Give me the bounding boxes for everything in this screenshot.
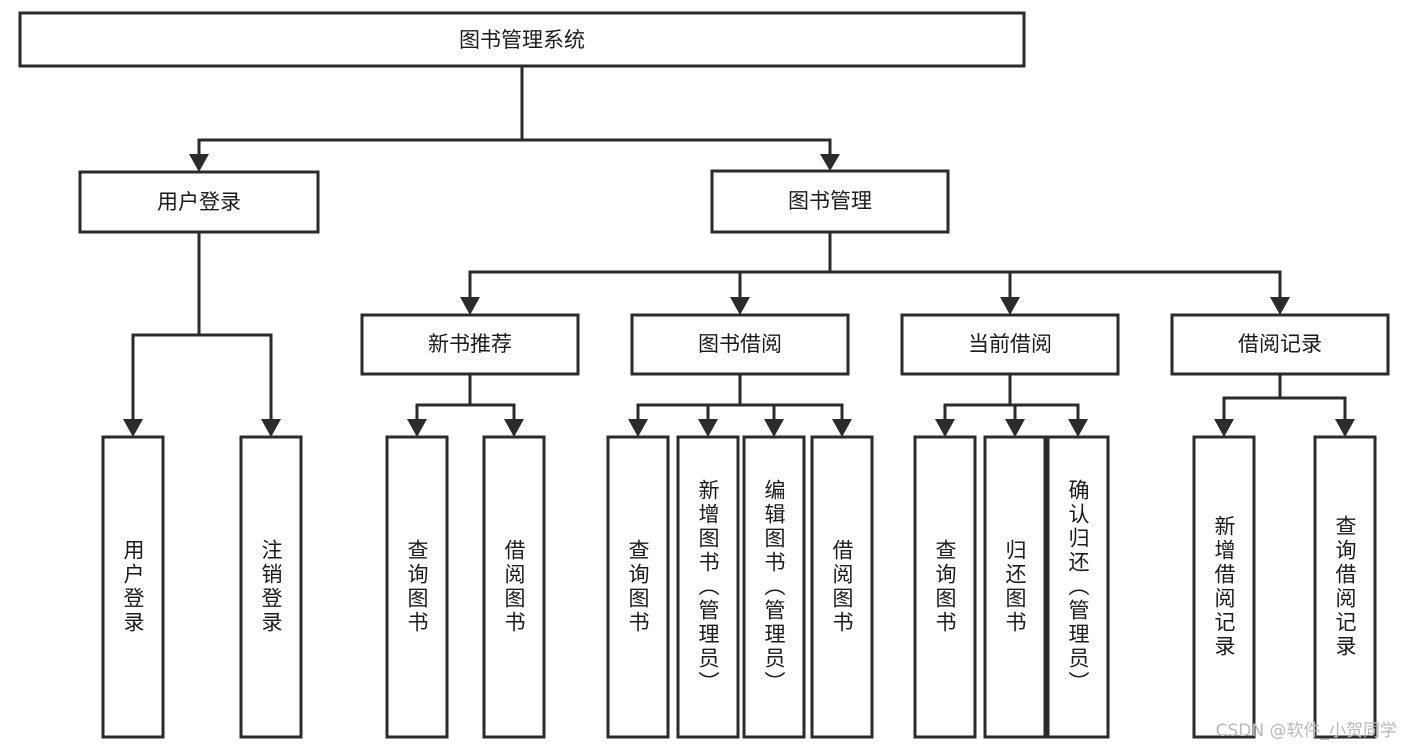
node-current-borrow[interactable]: 当前借阅 xyxy=(900,313,1120,376)
connector-new-book-recommend-to-leaves xyxy=(407,372,524,437)
connector-book-management-to-level2 xyxy=(460,230,1290,315)
node-borrow-record-label: 借阅记录 xyxy=(1238,332,1322,356)
leaf-node-box[interactable] xyxy=(1192,435,1256,739)
leaf-node-box[interactable] xyxy=(606,435,670,739)
connector-user-login-to-leaves xyxy=(123,230,281,437)
node-new-book-recommend-box[interactable] xyxy=(360,313,580,376)
leaf-node-box[interactable] xyxy=(983,435,1047,739)
node-root-system-label: 图书管理系统 xyxy=(459,28,585,52)
node-root-system-box[interactable] xyxy=(18,11,1026,68)
node-user-login-label: 用户登录 xyxy=(157,190,241,214)
connector-current-borrow-to-leaves xyxy=(935,372,1088,437)
connector-book-borrow-to-leaves xyxy=(628,372,852,437)
node-current-borrow-label: 当前借阅 xyxy=(968,332,1052,356)
connector-borrow-record-to-leaves xyxy=(1214,372,1355,437)
node-book-management[interactable]: 图书管理 xyxy=(710,169,950,234)
node-root-system[interactable]: 图书管理系统 xyxy=(18,11,1026,68)
node-book-borrow-label: 图书借阅 xyxy=(698,332,782,356)
node-book-borrow[interactable]: 图书借阅 xyxy=(630,313,850,376)
leaf-node-box[interactable] xyxy=(1313,435,1377,739)
node-new-book-recommend-label: 新书推荐 xyxy=(428,332,512,356)
leaf-node-box[interactable] xyxy=(482,435,546,739)
leaf-node-box[interactable] xyxy=(810,435,874,739)
leaf-node-box[interactable] xyxy=(742,435,806,739)
node-current-borrow-box[interactable] xyxy=(900,313,1120,376)
node-user-login-box[interactable] xyxy=(78,170,320,234)
node-borrow-record-box[interactable] xyxy=(1170,313,1390,376)
leaf-node-box[interactable] xyxy=(101,435,165,739)
leaf-node-box[interactable] xyxy=(676,435,740,739)
node-new-book-recommend[interactable]: 新书推荐 xyxy=(360,313,580,376)
node-book-borrow-box[interactable] xyxy=(630,313,850,376)
node-book-management-label: 图书管理 xyxy=(788,189,872,213)
leaf-node-box[interactable] xyxy=(385,435,449,739)
watermark-text: CSDN @软件_小贺同学 xyxy=(1215,721,1397,741)
leaf-node-box[interactable] xyxy=(913,435,977,739)
leaf-node-box[interactable] xyxy=(239,435,303,739)
leaf-node-boxes xyxy=(101,435,1377,739)
node-book-management-box[interactable] xyxy=(710,169,950,234)
node-user-login[interactable]: 用户登录 xyxy=(78,170,320,234)
node-borrow-record[interactable]: 借阅记录 xyxy=(1170,313,1390,376)
leaf-node-box[interactable] xyxy=(1046,435,1110,739)
connector-root-to-level1 xyxy=(189,64,840,172)
